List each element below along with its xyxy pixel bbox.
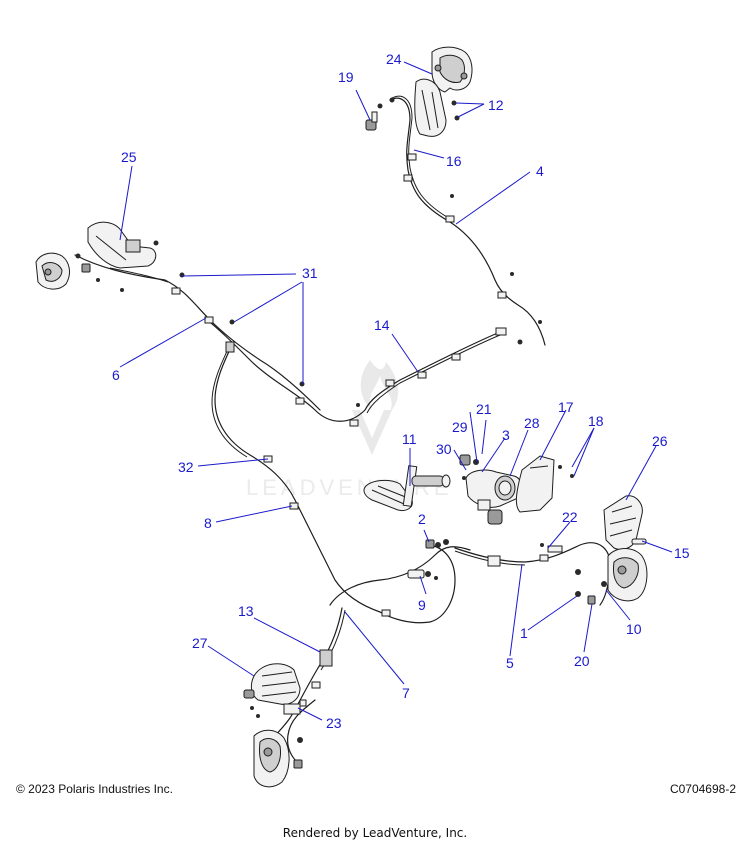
callout-30: 30 — [436, 441, 452, 457]
callout-24: 24 — [386, 51, 402, 67]
callout-25: 25 — [121, 149, 137, 165]
callout-9: 9 — [418, 597, 426, 613]
callout-23: 23 — [326, 715, 342, 731]
callout-29: 29 — [452, 419, 468, 435]
bracket-shield-front-left — [87, 221, 159, 269]
callout-6: 6 — [112, 367, 120, 383]
copyright-text: © 2023 Polaris Industries Inc. — [16, 782, 173, 796]
callout-32: 32 — [178, 459, 194, 475]
callout-16: 16 — [446, 153, 462, 169]
brake-pedal-11 — [363, 465, 451, 511]
clips-13-23 — [283, 649, 333, 715]
callout-2: 2 — [418, 511, 426, 527]
clips-line-5 — [487, 543, 607, 605]
callout-18: 18 — [588, 413, 604, 429]
bolt-19 — [365, 97, 395, 131]
drawing-code: C0704698-2 — [669, 782, 736, 796]
leader-lines — [119, 61, 673, 721]
callout-10: 10 — [626, 621, 642, 637]
rendered-by-text: Rendered by LeadVenture, Inc. — [282, 826, 468, 840]
caliper-rear-left-26 — [603, 495, 648, 602]
callout-26: 26 — [652, 433, 668, 449]
callout-14: 14 — [374, 317, 390, 333]
callout-11: 11 — [402, 431, 417, 447]
callout-4: 4 — [536, 163, 544, 179]
callout-20: 20 — [574, 653, 590, 669]
bracket-17 — [515, 455, 574, 513]
callout-3: 3 — [502, 427, 510, 443]
callout-5: 5 — [506, 655, 514, 671]
callout-19: 19 — [338, 69, 354, 85]
callout-12: 12 — [488, 97, 504, 113]
callout-31: 31 — [302, 265, 318, 281]
clips-line-6 — [171, 272, 360, 427]
callout-7: 7 — [402, 685, 410, 701]
clips-line-4 — [445, 194, 542, 324]
callout-15: 15 — [674, 545, 690, 561]
callout-27: 27 — [192, 635, 208, 651]
callout-13: 13 — [238, 603, 254, 619]
brake-lines — [74, 95, 611, 773]
callout-1: 1 — [520, 625, 528, 641]
callout-21: 21 — [476, 401, 492, 417]
caliper-rear-right — [431, 46, 473, 93]
callout-28: 28 — [524, 415, 540, 431]
caliper-front-left — [35, 252, 124, 292]
clip-16 — [403, 153, 417, 182]
callout-22: 22 — [562, 509, 578, 525]
caliper-front-right-27 — [243, 663, 303, 788]
callouts: 19 24 12 16 4 25 31 6 14 32 8 11 29 21 3… — [112, 51, 690, 731]
master-cylinder — [459, 454, 522, 525]
callout-8: 8 — [204, 515, 212, 531]
clips-line-14 — [385, 327, 523, 387]
callout-17: 17 — [558, 399, 574, 415]
bracket-shield-rear-right — [414, 78, 447, 137]
